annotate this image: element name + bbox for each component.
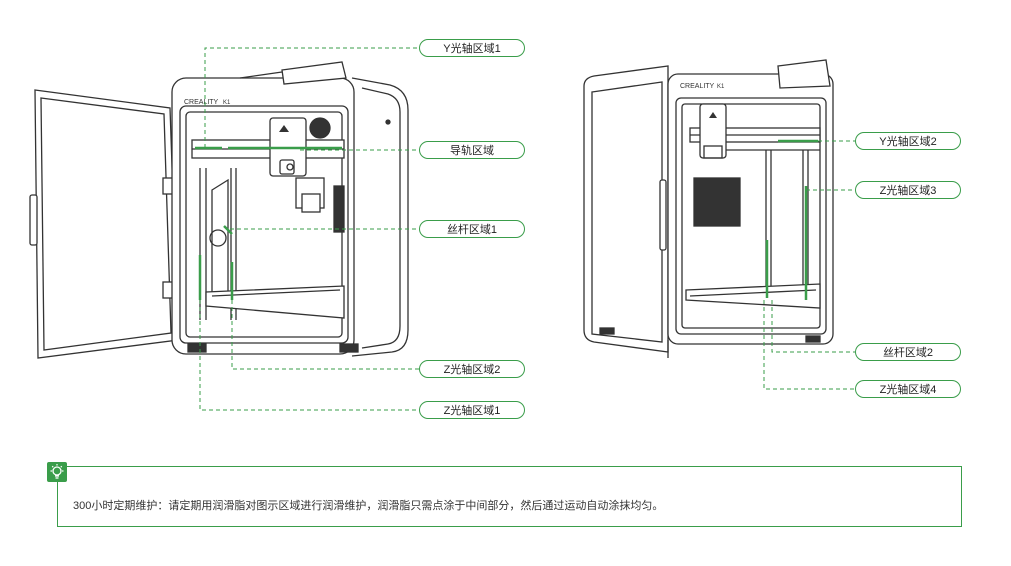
label-z-axis-area-3: Z光轴区域3 bbox=[855, 181, 961, 199]
label-z-axis-area-1: Z光轴区域1 bbox=[419, 401, 525, 419]
printer-door bbox=[29, 89, 179, 359]
printer-side-view bbox=[583, 59, 834, 358]
lubrication-highlights-front bbox=[195, 146, 342, 300]
label-y-axis-area-1: Y光轴区域1 bbox=[419, 39, 525, 57]
lightbulb-icon bbox=[47, 462, 67, 482]
brand-logo-front: CREALITY bbox=[184, 99, 219, 106]
label-z-axis-area-2: Z光轴区域2 bbox=[419, 360, 525, 378]
printer-front-view bbox=[29, 61, 409, 359]
model-badge-front: K1 bbox=[223, 100, 231, 106]
maintenance-tip-text: 300小时定期维护：请定期用润滑脂对图示区域进行润滑维护，润滑脂只需点涂于中间部… bbox=[73, 500, 664, 512]
label-lead-screw-area-1: 丝杆区域1 bbox=[419, 220, 525, 238]
leader-lines-side bbox=[763, 140, 855, 390]
maintenance-tip-box bbox=[57, 466, 962, 527]
brand-logo-side: CREALITY bbox=[680, 83, 715, 90]
label-guide-rail-area: 导轨区域 bbox=[419, 141, 525, 159]
leader-lines-front bbox=[199, 47, 420, 411]
label-z-axis-area-4: Z光轴区域4 bbox=[855, 380, 961, 398]
label-lead-screw-area-2: 丝杆区域2 bbox=[855, 343, 961, 361]
label-y-axis-area-2: Y光轴区域2 bbox=[855, 132, 961, 150]
model-badge-side: K1 bbox=[717, 84, 725, 90]
